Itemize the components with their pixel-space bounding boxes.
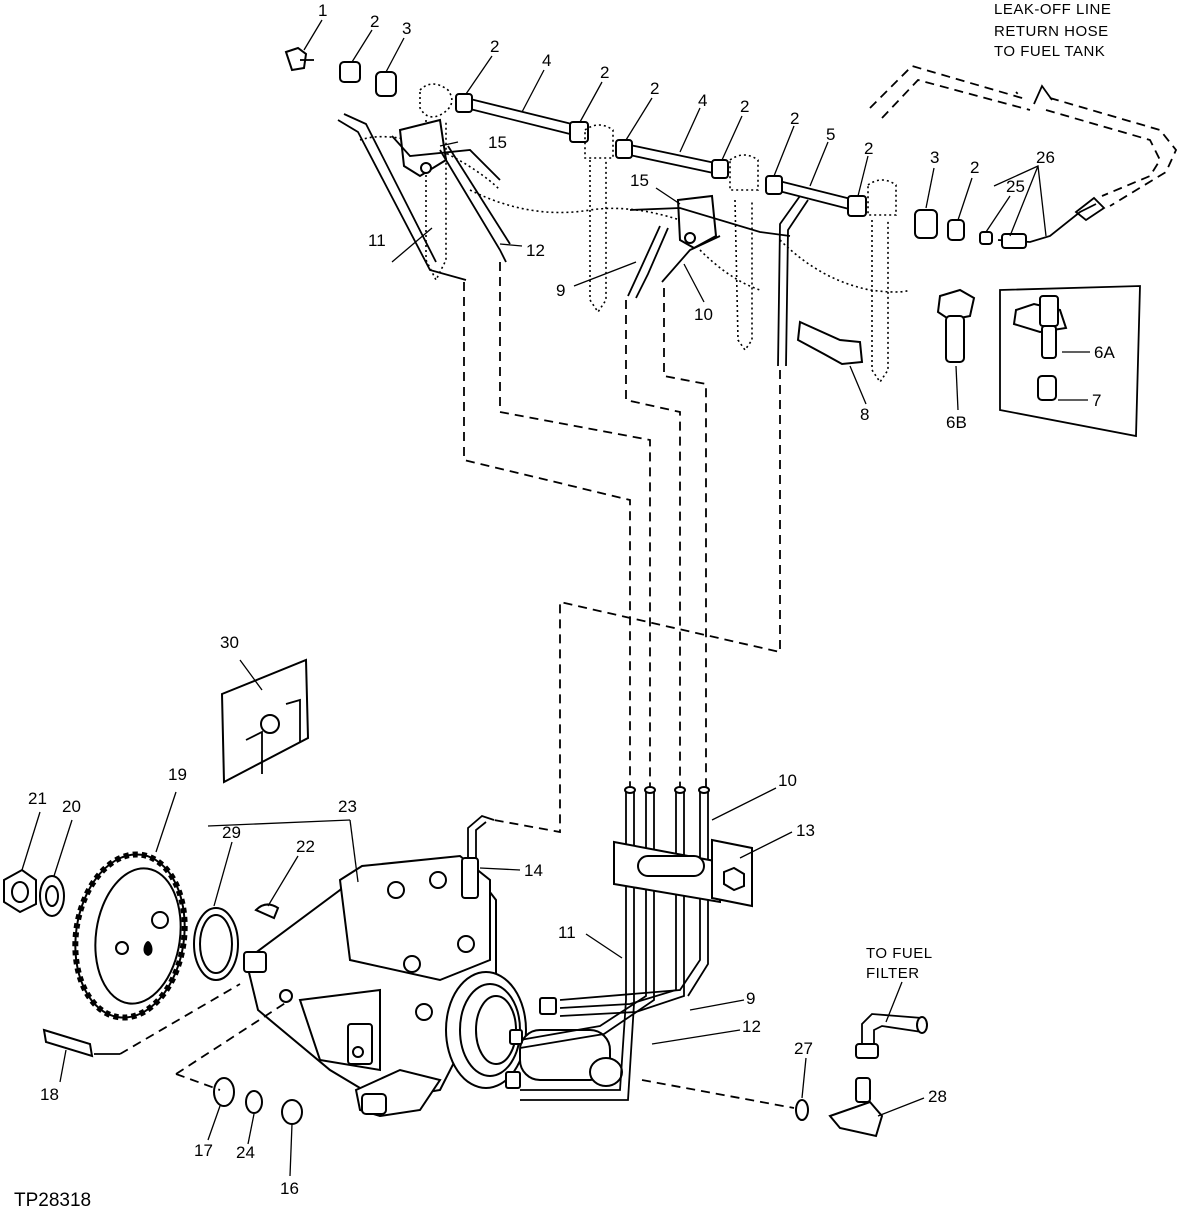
callout-2: 2 [864, 139, 873, 158]
callout-9: 9 [556, 281, 565, 300]
callout-22: 22 [296, 837, 315, 856]
callout-12: 12 [526, 241, 545, 260]
fitting-nut [765, 175, 783, 195]
callout-11: 11 [558, 923, 576, 942]
key-22 [254, 903, 280, 920]
callout-12: 12 [742, 1017, 761, 1036]
callout-6b: 6B [946, 413, 967, 432]
callout-3: 3 [402, 19, 411, 38]
callout-7: 7 [1092, 391, 1101, 410]
callout-10: 10 [694, 305, 713, 324]
callout-4: 4 [698, 91, 707, 110]
svg-text:FILTER: FILTER [866, 965, 920, 982]
fitting-nut [569, 121, 589, 143]
callout-labels: 1 2 3 2 4 2 2 4 2 2 5 2 3 2 26 25 15 15 … [28, 1, 1115, 1198]
washer-3 [375, 71, 397, 97]
fitting-nut [847, 195, 867, 217]
callout-19: 19 [168, 765, 187, 784]
callout-10: 10 [778, 771, 797, 790]
gear-19 [72, 851, 188, 1021]
callout-27: 27 [794, 1039, 813, 1058]
callout-2: 2 [740, 97, 749, 116]
elbow-28 [828, 1100, 884, 1138]
bolt-1 [284, 46, 308, 72]
svg-text:TO FUEL TANK: TO FUEL TANK [994, 43, 1105, 60]
callout-15: 15 [488, 133, 507, 152]
injection-pump-assembly [3, 658, 928, 1138]
callout-6a: 6A [1094, 343, 1115, 362]
callout-20: 20 [62, 797, 81, 816]
callout-24: 24 [236, 1143, 255, 1162]
nut-16 [281, 1099, 303, 1125]
leak-off-line-note: LEAK-OFF LINE RETURN HOSE TO FUEL TANK [994, 1, 1111, 60]
washer-3b [914, 209, 938, 239]
inset-box [999, 285, 1141, 438]
callout-30: 30 [220, 633, 239, 652]
svg-text:TO FUEL: TO FUEL [866, 945, 933, 962]
nut-2 [339, 61, 361, 83]
svg-text:LEAK-OFF LINE: LEAK-OFF LINE [994, 1, 1111, 18]
washer-25 [979, 231, 993, 245]
callout-28: 28 [928, 1087, 947, 1106]
leader-lines [21, 19, 1090, 1177]
callout-4: 4 [542, 51, 551, 70]
callout-21: 21 [28, 789, 47, 808]
callout-25: 25 [1006, 177, 1025, 196]
callout-2: 2 [650, 79, 659, 98]
washer-24 [245, 1090, 263, 1114]
o-ring-27 [795, 1099, 809, 1121]
callout-14: 14 [524, 861, 543, 880]
callout-16: 16 [280, 1179, 299, 1198]
fitting-14 [461, 857, 479, 899]
callout-29: 29 [222, 823, 241, 842]
clamp-15 [398, 118, 448, 178]
callout-18: 18 [40, 1085, 59, 1104]
callout-11: 11 [368, 231, 386, 250]
fitting-nut [711, 159, 729, 179]
bolt-6b [936, 288, 976, 322]
callout-2: 2 [370, 12, 379, 31]
callout-2: 2 [790, 109, 799, 128]
to-fuel-filter-note: TO FUEL FILTER [866, 945, 933, 982]
line-bundle [505, 786, 753, 1101]
fitting-nut [455, 93, 473, 113]
svg-text:RETURN HOSE: RETURN HOSE [994, 23, 1109, 40]
injection-nozzles-phantom [359, 83, 911, 384]
callout-8: 8 [860, 405, 869, 424]
fitting-nut [615, 139, 633, 159]
clip-8 [796, 320, 864, 366]
callout-1: 1 [318, 1, 327, 20]
callout-13: 13 [796, 821, 815, 840]
callout-23: 23 [338, 797, 357, 816]
callout-9: 9 [746, 989, 755, 1008]
callout-15: 15 [630, 171, 649, 190]
figure-id: TP28318 [14, 1190, 91, 1211]
callout-2: 2 [490, 37, 499, 56]
nut-2b [947, 219, 965, 241]
callout-26: 26 [1036, 148, 1055, 167]
leak-off-line-assembly [284, 46, 1177, 834]
washer-17 [213, 1077, 235, 1107]
callout-5: 5 [826, 125, 835, 144]
callout-3: 3 [930, 148, 939, 167]
callout-2: 2 [970, 158, 979, 177]
stud-18 [42, 1028, 94, 1058]
callout-2: 2 [600, 63, 609, 82]
callout-17: 17 [194, 1141, 213, 1160]
